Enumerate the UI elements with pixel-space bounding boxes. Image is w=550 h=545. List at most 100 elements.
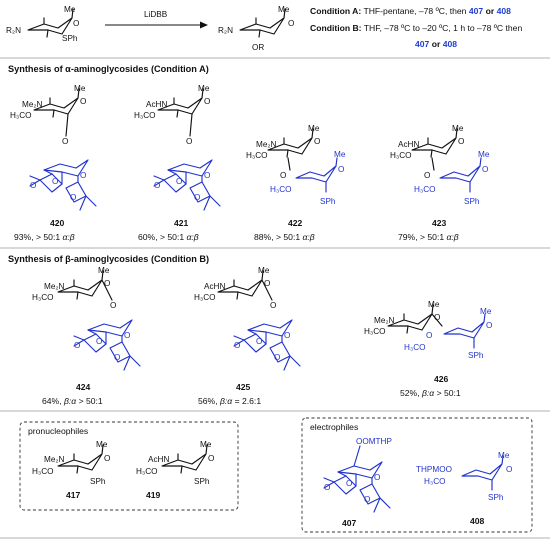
svg-text:O: O — [80, 97, 86, 106]
svg-text:Me: Me — [478, 150, 490, 159]
compound-422: Me₂N H₃CO Me O O H₃CO Me O SPh 422 88%, … — [246, 124, 346, 242]
condition-b: Condition B: THF, –78 ºC to –20 ºC, 1 h … — [310, 23, 522, 33]
svg-text:AcHN: AcHN — [204, 282, 225, 291]
section-b-title: Synthesis of β-aminoglycosides (Conditio… — [8, 254, 209, 264]
svg-text:O: O — [204, 171, 210, 180]
svg-text:Me: Me — [308, 124, 320, 133]
svg-text:Me: Me — [74, 84, 86, 93]
svg-text:Me₂N: Me₂N — [44, 455, 65, 464]
svg-text:H₃CO: H₃CO — [414, 185, 436, 194]
svg-text:Me₂N: Me₂N — [44, 282, 65, 291]
pronucleophiles-title: pronucleophiles — [28, 426, 88, 436]
svg-text:O: O — [424, 171, 430, 180]
compound-419: AcHN H₃CO Me O SPh 419 — [136, 440, 214, 500]
svg-text:H₃CO: H₃CO — [136, 467, 158, 476]
start-amine-label: R₂N — [6, 26, 21, 35]
svg-text:O: O — [208, 454, 214, 463]
svg-text:H₃CO: H₃CO — [32, 467, 54, 476]
svg-text:SPh: SPh — [90, 477, 106, 486]
svg-text:O: O — [110, 301, 116, 310]
compound-408: THPMOO H₃CO Me O SPh 408 — [416, 451, 512, 526]
pronucleophiles-box — [19, 421, 239, 511]
svg-text:O: O — [30, 181, 36, 190]
svg-text:93%, > 50:1 α:β: 93%, > 50:1 α:β — [14, 232, 75, 242]
svg-text:Me: Me — [200, 440, 212, 449]
svg-text:422: 422 — [288, 218, 303, 228]
svg-text:Me₂N: Me₂N — [22, 100, 43, 109]
svg-text:O: O — [434, 313, 440, 322]
svg-text:Me₂N: Me₂N — [374, 316, 395, 325]
svg-text:O: O — [52, 177, 58, 186]
svg-text:O: O — [374, 473, 380, 482]
svg-text:O: O — [426, 331, 432, 340]
condition-b-refs: 407 or 408 — [415, 39, 457, 49]
svg-text:Me: Me — [334, 150, 346, 159]
ring-oxygen: O — [73, 19, 79, 28]
svg-text:Me: Me — [198, 84, 210, 93]
product-general: R₂N Me OR O — [218, 5, 294, 52]
product-or-label: OR — [252, 43, 264, 52]
compound-423: AcHN H₃CO Me O O H₃CO Me O SPh 423 79%, … — [390, 124, 490, 242]
svg-text:O: O — [186, 137, 192, 146]
svg-text:AcHN: AcHN — [148, 455, 169, 464]
starting-material: R₂N Me SPh O — [6, 5, 79, 43]
svg-text:SPh: SPh — [464, 197, 480, 206]
compound-424: Me₂N H₃CO Me O O O O O O 424 64%, β:α > … — [32, 266, 141, 406]
svg-text:60%, > 50:1 α:β: 60%, > 50:1 α:β — [138, 232, 199, 242]
svg-text:Me: Me — [428, 300, 440, 309]
start-me-label: Me — [64, 5, 76, 14]
reagent-label: LiDBB — [144, 10, 168, 19]
product-amine-label: R₂N — [218, 26, 233, 35]
svg-text:O: O — [80, 171, 86, 180]
svg-text:O: O — [482, 165, 488, 174]
svg-text:O: O — [264, 279, 270, 288]
svg-text:H₃CO: H₃CO — [246, 151, 268, 160]
svg-text:423: 423 — [432, 218, 447, 228]
svg-text:O: O — [280, 171, 286, 180]
compound-426: Me₂N H₃CO Me O O H₃CO Me O SPh 426 52%, … — [364, 300, 492, 398]
svg-text:O: O — [338, 165, 344, 174]
svg-text:AcHN: AcHN — [398, 140, 419, 149]
svg-text:O: O — [506, 465, 512, 474]
svg-text:Me: Me — [480, 307, 492, 316]
compound-417: Me₂N H₃CO Me O SPh 417 — [32, 440, 110, 500]
compound-420: Me₂N H₃CO Me O O O O O O 420 93%, > 50:1… — [10, 84, 97, 242]
svg-text:O: O — [204, 97, 210, 106]
compound-425: AcHN H₃CO Me O O O O O O 425 56%, β:α = … — [194, 266, 301, 406]
svg-text:Me: Me — [452, 124, 464, 133]
svg-text:64%, β:α > 50:1: 64%, β:α > 50:1 — [42, 396, 103, 406]
svg-text:O: O — [176, 177, 182, 186]
svg-text:SPh: SPh — [488, 493, 504, 502]
svg-text:H₃CO: H₃CO — [134, 111, 156, 120]
svg-text:Me: Me — [498, 451, 510, 460]
svg-text:THPMOO: THPMOO — [416, 465, 452, 474]
svg-text:O: O — [274, 353, 280, 362]
svg-text:H₃CO: H₃CO — [364, 327, 386, 336]
product-me-label: Me — [278, 5, 290, 14]
svg-text:Me₂N: Me₂N — [256, 140, 277, 149]
svg-text:H₃CO: H₃CO — [194, 293, 216, 302]
svg-text:H₃CO: H₃CO — [270, 185, 292, 194]
svg-text:OOMTHP: OOMTHP — [356, 437, 392, 446]
electrophiles-title: electrophiles — [310, 422, 358, 432]
svg-text:O: O — [74, 341, 80, 350]
electrophiles-box — [301, 417, 533, 533]
svg-text:SPh: SPh — [468, 351, 484, 360]
svg-text:O: O — [62, 137, 68, 146]
svg-text:O: O — [458, 137, 464, 146]
svg-text:SPh: SPh — [320, 197, 336, 206]
svg-text:Me: Me — [98, 266, 110, 275]
svg-text:H₃CO: H₃CO — [32, 293, 54, 302]
svg-text:425: 425 — [236, 382, 251, 392]
compound-421: AcHN H₃CO Me O O O O O O 421 60%, > 50:1… — [134, 84, 221, 242]
svg-text:407: 407 — [342, 518, 357, 528]
svg-text:H₃CO: H₃CO — [424, 477, 446, 486]
svg-text:H₃CO: H₃CO — [10, 111, 32, 120]
svg-text:Me: Me — [96, 440, 108, 449]
svg-text:O: O — [364, 495, 370, 504]
svg-text:419: 419 — [146, 490, 161, 500]
svg-text:79%, > 50:1 α:β: 79%, > 50:1 α:β — [398, 232, 459, 242]
compound-407: OOMTHP O O O O 407 — [323, 437, 392, 528]
svg-text:426: 426 — [434, 374, 449, 384]
svg-text:52%, β:α > 50:1: 52%, β:α > 50:1 — [400, 388, 461, 398]
